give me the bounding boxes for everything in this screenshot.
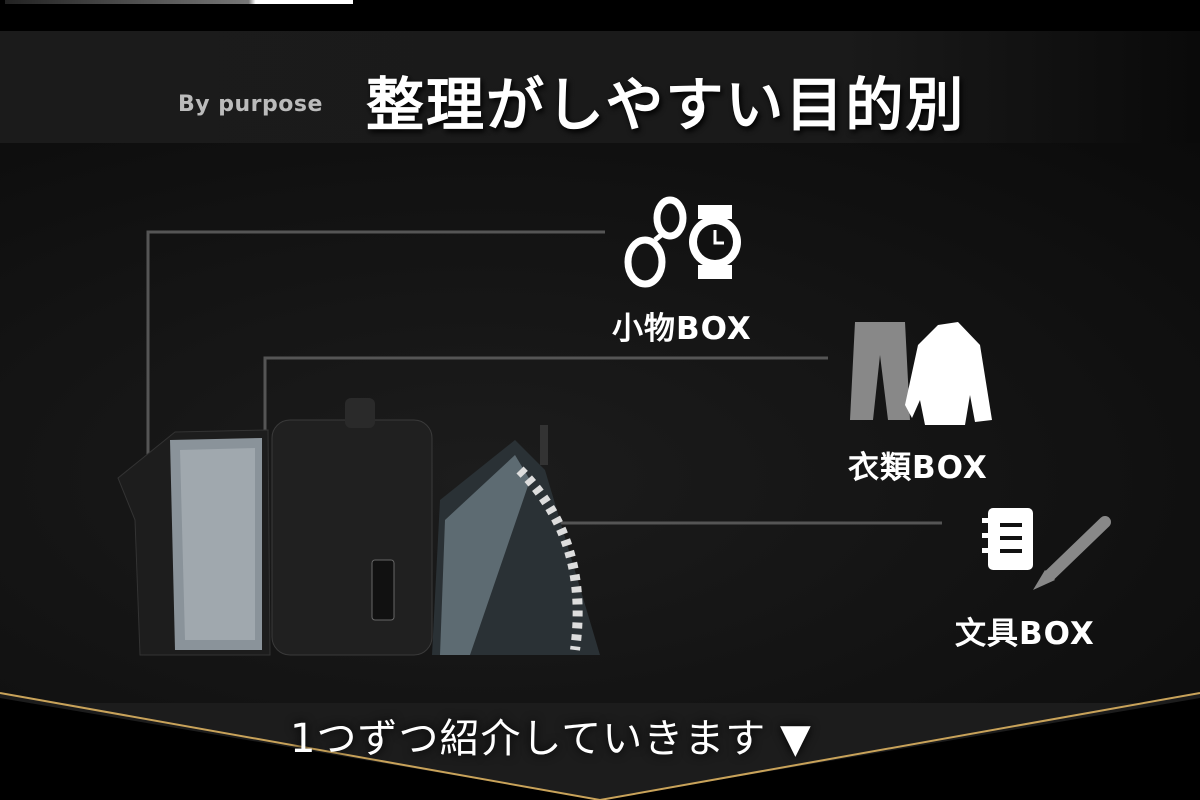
top-strip: [5, 0, 353, 4]
sweater-icon: [905, 322, 992, 425]
compartment-label-clothes: 衣類BOX: [848, 450, 988, 486]
sunglasses-icon: [624, 196, 687, 288]
gold-line: [0, 692, 1200, 800]
compartment-label-small-items: 小物BOX: [612, 311, 752, 347]
notebook-icon: [982, 508, 1033, 570]
pen-icon: [1033, 516, 1111, 590]
pants-icon: [850, 322, 910, 420]
bottom-chevron: [0, 693, 1200, 800]
footer-cta: 1つずつ紹介していきます ▼: [290, 716, 812, 762]
compartment-label-stationery: 文具BOX: [955, 616, 1095, 652]
header-subtitle: By purpose: [178, 92, 323, 117]
watch-icon: [689, 205, 741, 279]
page-title: 整理がしやすい目的別: [366, 71, 966, 139]
header-band: [0, 31, 1200, 143]
backpack-image: [117, 398, 600, 656]
